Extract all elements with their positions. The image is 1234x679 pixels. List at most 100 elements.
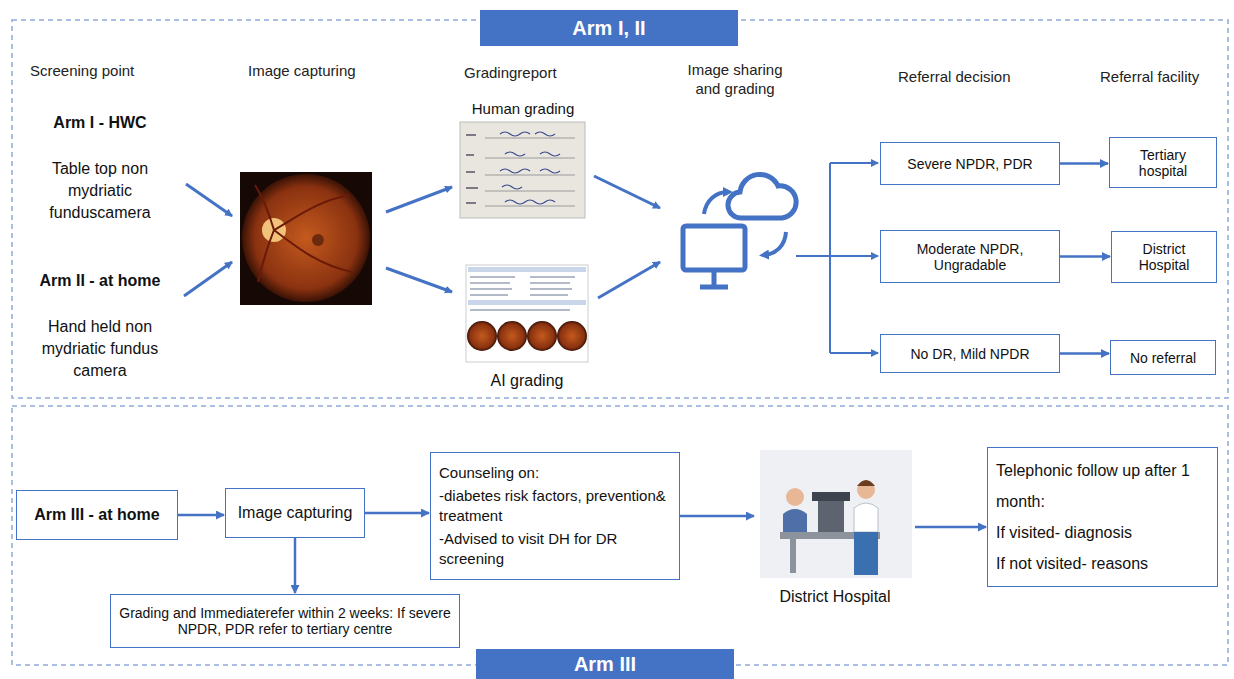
column-header: Image capturing [248, 62, 356, 79]
report-header [468, 267, 586, 272]
decision-box: Moderate NPDR, Ungradable [880, 230, 1060, 283]
flow-connector [1060, 162, 1108, 165]
monitor [683, 226, 745, 270]
node-text: No referral [1130, 350, 1196, 366]
decision-box: Severe NPDR, PDR [880, 142, 1060, 185]
report-rows [470, 277, 575, 295]
screening-point: Arm I - HWC Table top non mydriatic fundu… [20, 110, 180, 228]
screening-point: Arm II - at homeHand held non mydriatic … [20, 268, 180, 386]
node-text: If not visited- reasons [996, 548, 1148, 579]
flow-arrow [594, 176, 660, 208]
slit-lamp-head [812, 492, 850, 501]
sync-arrow [764, 232, 786, 255]
sheet-lines [485, 138, 575, 206]
flow-connector [915, 526, 986, 529]
node-text: -Advised to visit DH for DR screening [439, 529, 671, 569]
fundus-thumb [497, 321, 527, 351]
node-text: Arm I - HWC [53, 114, 146, 132]
process-box: Counseling on:-diabetes risk factors, pr… [430, 452, 680, 580]
fundus-thumb [527, 321, 557, 351]
retina [242, 174, 370, 302]
arm-header-bar: Arm I, II [480, 10, 738, 46]
flow-arrow [184, 262, 232, 296]
report-band [468, 300, 586, 305]
handwriting [500, 132, 560, 204]
node-text: Arm III - at home [34, 506, 159, 524]
node-text: Grading and Immediaterefer within 2 week… [119, 605, 451, 637]
macula [312, 234, 324, 246]
node-text: District Hospital [1120, 241, 1208, 273]
image-frame [240, 172, 372, 305]
cloud [728, 174, 796, 218]
decision-box: No DR, Mild NPDR [880, 334, 1060, 373]
sheet-marks [466, 135, 478, 203]
human-grading-sheet [460, 122, 585, 218]
sheet [460, 122, 585, 218]
node-text: Hand held non mydriatic fundus camera [35, 316, 165, 382]
node-text: AI grading [491, 372, 564, 390]
node-text: Arm I, II [572, 17, 645, 40]
column-header: Image sharing and grading [676, 60, 794, 98]
process-box: Image capturing [225, 488, 365, 538]
flow-arrow [598, 262, 660, 298]
process-box: Arm III - at home [16, 490, 178, 540]
cloud-computer-icon [683, 174, 796, 287]
flow-arrow [386, 268, 452, 292]
monitor-stand [700, 270, 728, 287]
illustration-ground [760, 450, 912, 578]
node-text: -diabetes risk factors, prevention& trea… [439, 486, 671, 526]
district-hospital-illustration [760, 450, 912, 578]
slit-lamp [818, 500, 844, 532]
flow-arrow [186, 184, 232, 216]
branch-arrow [830, 162, 878, 164]
flow-connector [178, 514, 224, 517]
doctor-head [857, 481, 875, 499]
node-text: District Hospital [779, 588, 890, 606]
node-text: If visited- diagnosis [996, 517, 1132, 548]
dashed-region [12, 406, 1228, 665]
flow-connector [1060, 352, 1109, 355]
flow-arrows [184, 163, 878, 353]
branch-arrow [830, 255, 878, 257]
column-header: Referral facility [1100, 68, 1199, 85]
patient-head [786, 488, 804, 506]
flow-arrow [386, 187, 452, 212]
node-text: Severe NPDR, PDR [907, 156, 1032, 172]
dashed-region [12, 20, 1228, 398]
branch-line [796, 163, 830, 353]
doctor-legs [854, 532, 878, 575]
node-text: Telephonic follow up after 1 month: [996, 455, 1209, 517]
sync-arrow [704, 192, 728, 214]
node-text: Tertiary hospital [1118, 147, 1208, 179]
grading-report: AI grading [460, 262, 594, 390]
report-rows [470, 309, 570, 311]
grading-report: Human grading [456, 100, 590, 220]
facility-box: No referral [1110, 340, 1216, 375]
node-text: No DR, Mild NPDR [910, 346, 1029, 362]
node-text: Arm II - at home [40, 272, 161, 290]
node-text: Table top non mydriatic funduscamera [35, 158, 165, 224]
report-sheet [466, 265, 588, 362]
column-header: Referral decision [898, 68, 1011, 85]
fundus-thumb [557, 321, 587, 351]
patient-body [783, 509, 807, 532]
node-text: Image capturing [238, 504, 353, 522]
facility-box: Tertiary hospital [1109, 137, 1217, 188]
flow-connector [680, 515, 754, 518]
process-box: Telephonic follow up after 1 month:If vi… [987, 447, 1218, 587]
facility-illustration: District Hospital [755, 448, 915, 606]
doctor-hair [857, 480, 875, 486]
column-header: Screening point [30, 62, 134, 79]
flow-connector [365, 512, 429, 515]
node-text: Moderate NPDR, Ungradable [889, 241, 1051, 273]
note-box: Grading and Immediaterefer within 2 week… [110, 594, 460, 648]
column-header: Gradingreport [464, 64, 557, 81]
ai-grading-report [466, 265, 588, 362]
fundus-image [240, 172, 372, 305]
branch-arrow [830, 352, 878, 354]
flow-connector [294, 538, 297, 593]
arm-header-bar: Arm III [476, 649, 734, 679]
facility-box: District Hospital [1111, 231, 1217, 283]
node-text: Arm III [574, 653, 636, 676]
